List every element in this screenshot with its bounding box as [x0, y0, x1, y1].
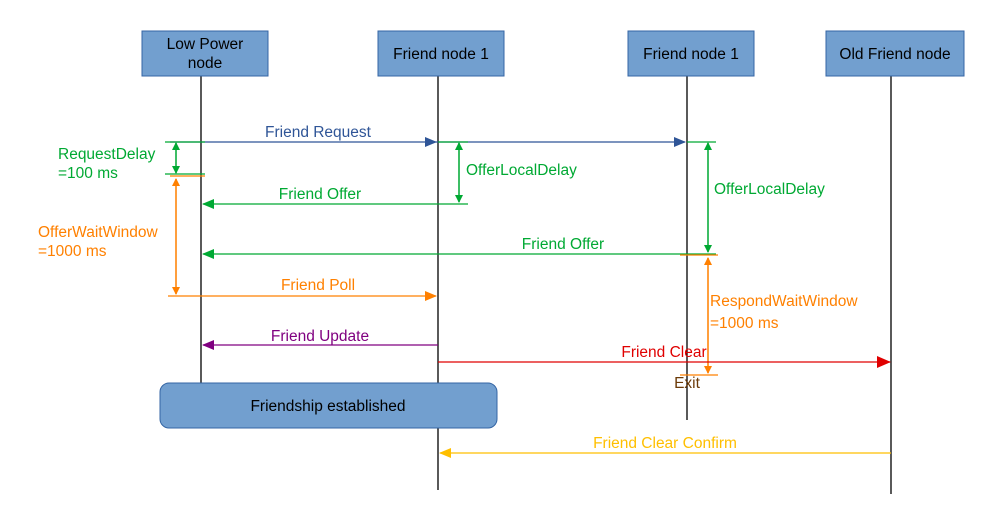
offer-local-delay-1-span [438, 141, 468, 203]
message-friend-clear-confirm: Friend Clear Confirm [439, 435, 891, 458]
offer-wait-window-label-line1: OfferWaitWindow [38, 224, 159, 241]
friend-offer-1-label: Friend Offer [279, 186, 361, 203]
node-lpn-label-line1: Low Power [167, 36, 244, 53]
message-friend-request: Friend Request [170, 124, 686, 147]
node-friend1a: Friend node 1 [377, 30, 505, 77]
respond-wait-window-label-line2: =1000 ms [710, 315, 779, 332]
message-friend-clear: Friend Clear [438, 344, 891, 368]
node-friend1a-label: Friend node 1 [393, 46, 489, 63]
friend-clear-label: Friend Clear [621, 344, 706, 361]
friend-request-label: Friend Request [265, 124, 372, 141]
message-friend-offer-2: Friend Offer [202, 236, 716, 259]
message-friend-update: Friend Update [202, 328, 438, 350]
friend-update-label: Friend Update [271, 328, 369, 345]
node-lpn: Low Power node [141, 30, 269, 77]
exit-label: Exit [674, 375, 701, 392]
friend-poll-label: Friend Poll [281, 277, 355, 294]
friend-offer-2-label: Friend Offer [522, 236, 604, 253]
offer-local-delay-1-label: OfferLocalDelay [466, 162, 577, 179]
offer-local-delay-2-label: OfferLocalDelay [714, 181, 825, 198]
respond-wait-window-span [680, 254, 718, 376]
friendship-established-box: Friendship established [159, 382, 498, 429]
node-lpn-label-line2: node [188, 55, 222, 72]
offer-wait-window-label-line2: =1000 ms [38, 243, 107, 260]
node-oldfriend-label: Old Friend node [839, 46, 950, 63]
node-friend1b: Friend node 1 [627, 30, 755, 77]
respond-wait-window-label-line1: RespondWaitWindow [710, 293, 858, 310]
message-friend-poll: Friend Poll [168, 277, 437, 301]
node-friend1b-label: Friend node 1 [643, 46, 739, 63]
request-delay-label-line2: =100 ms [58, 165, 118, 182]
request-delay-label-line1: RequestDelay [58, 146, 156, 163]
request-delay-span [165, 142, 205, 175]
offer-local-delay-2-span [687, 141, 716, 253]
friendship-established-label: Friendship established [250, 398, 405, 415]
friend-clear-confirm-label: Friend Clear Confirm [593, 435, 737, 452]
message-friend-offer-1: Friend Offer [202, 186, 468, 209]
node-oldfriend: Old Friend node [825, 30, 965, 77]
